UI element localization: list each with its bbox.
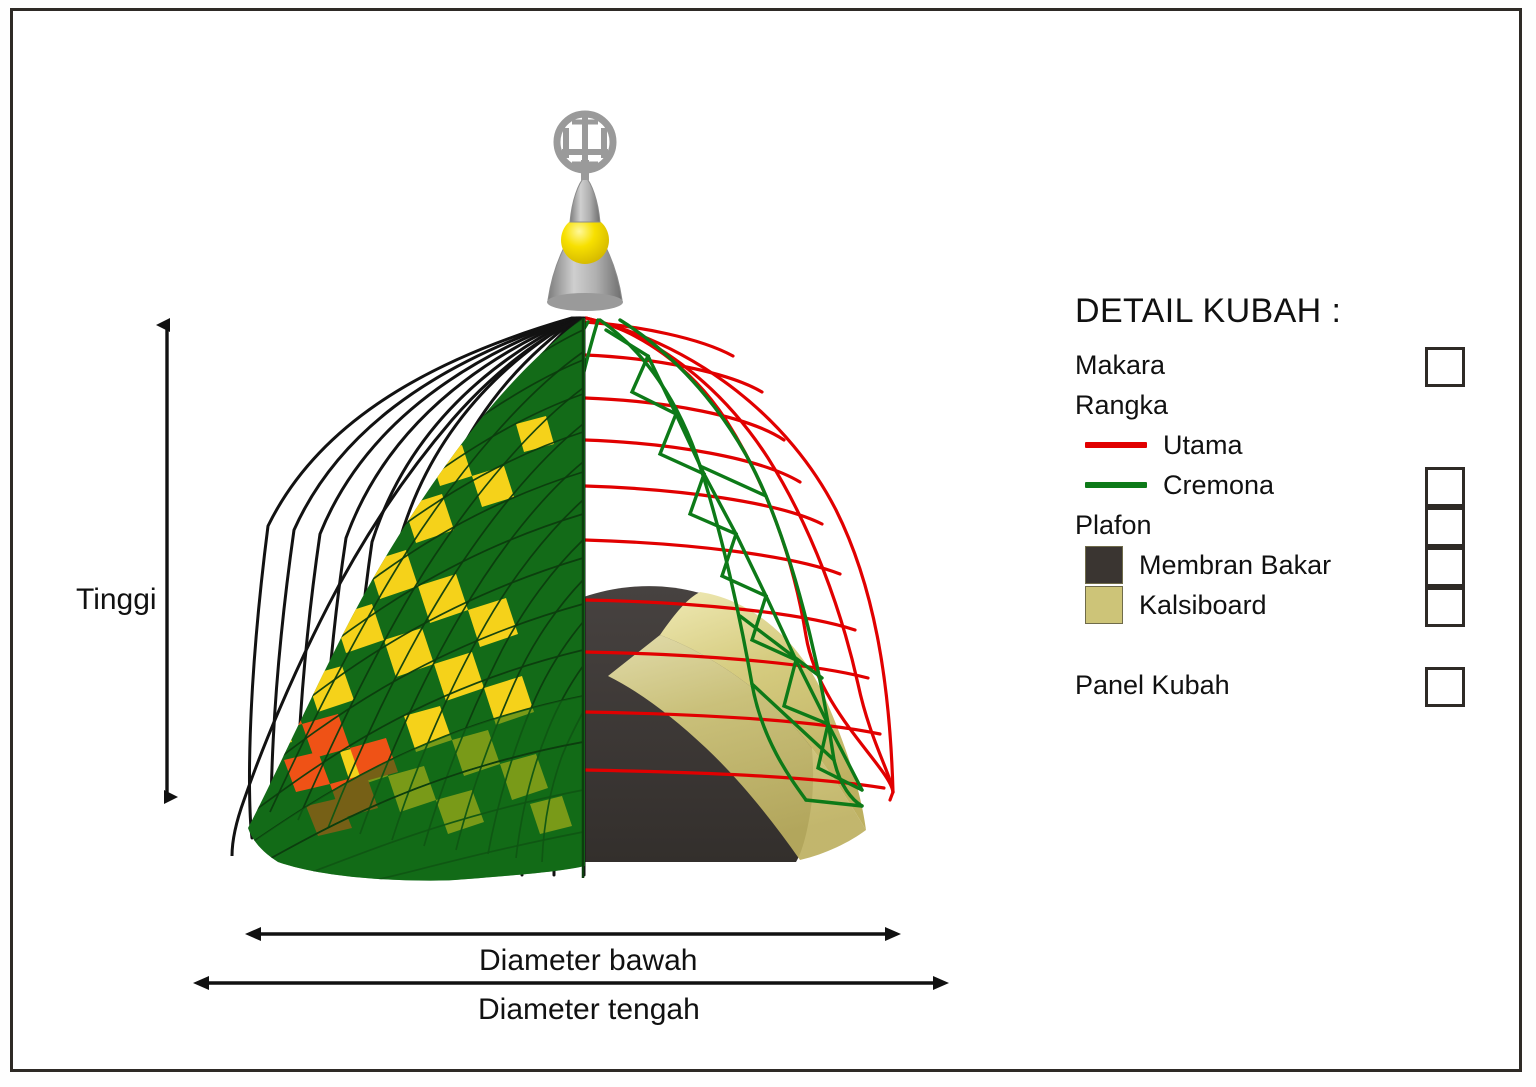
legend-item-label: Panel Kubah — [1075, 669, 1230, 700]
checkbox-membran-bakar[interactable] — [1425, 547, 1465, 587]
bottom-diameter-label: Diameter bawah — [479, 944, 698, 977]
legend-line-swatch — [1085, 442, 1147, 448]
checkbox-panel-kubah[interactable] — [1425, 667, 1465, 707]
makara-finial — [547, 110, 623, 311]
checkbox-kalsiboard[interactable] — [1425, 587, 1465, 627]
legend-item-panel-kubah: Panel Kubah — [1075, 665, 1230, 705]
checkbox-cremona[interactable] — [1425, 507, 1465, 547]
drawing-border — [10, 8, 1522, 1072]
legend-item-kalsiboard: Kalsiboard — [1075, 585, 1267, 625]
legend-item-utama: Utama — [1075, 425, 1243, 465]
legend-item-label: Kalsiboard — [1139, 589, 1267, 620]
legend-item-label: Utama — [1163, 429, 1243, 460]
legend-item-rangka: Rangka — [1075, 385, 1168, 425]
legend-item-label: Membran Bakar — [1139, 549, 1332, 580]
legend-item-makara: Makara — [1075, 345, 1165, 385]
legend-item-label: Rangka — [1075, 389, 1169, 420]
legend-line-swatch — [1085, 482, 1147, 488]
kalsiboard-surface — [608, 592, 866, 860]
legend-item-plafon: Plafon — [1075, 505, 1152, 545]
legend-item-label: Makara — [1075, 349, 1166, 380]
legend-item-label: Plafon — [1075, 509, 1152, 540]
legend-item-membran-bakar: Membran Bakar — [1075, 545, 1331, 585]
legend-item-label: Cremona — [1163, 469, 1275, 500]
legend-color-swatch — [1085, 546, 1123, 584]
dome-outline — [230, 316, 584, 857]
legend-title: DETAIL KUBAH : — [1075, 292, 1342, 330]
mid-diameter-label: Diameter tengah — [478, 993, 700, 1026]
legend-item-cremona: Cremona — [1075, 465, 1274, 505]
checkbox-makara[interactable] — [1425, 347, 1465, 387]
height-dimension-label: Tinggi — [76, 583, 157, 616]
checkbox-utama[interactable] — [1425, 467, 1465, 507]
legend-color-swatch — [1085, 586, 1123, 624]
